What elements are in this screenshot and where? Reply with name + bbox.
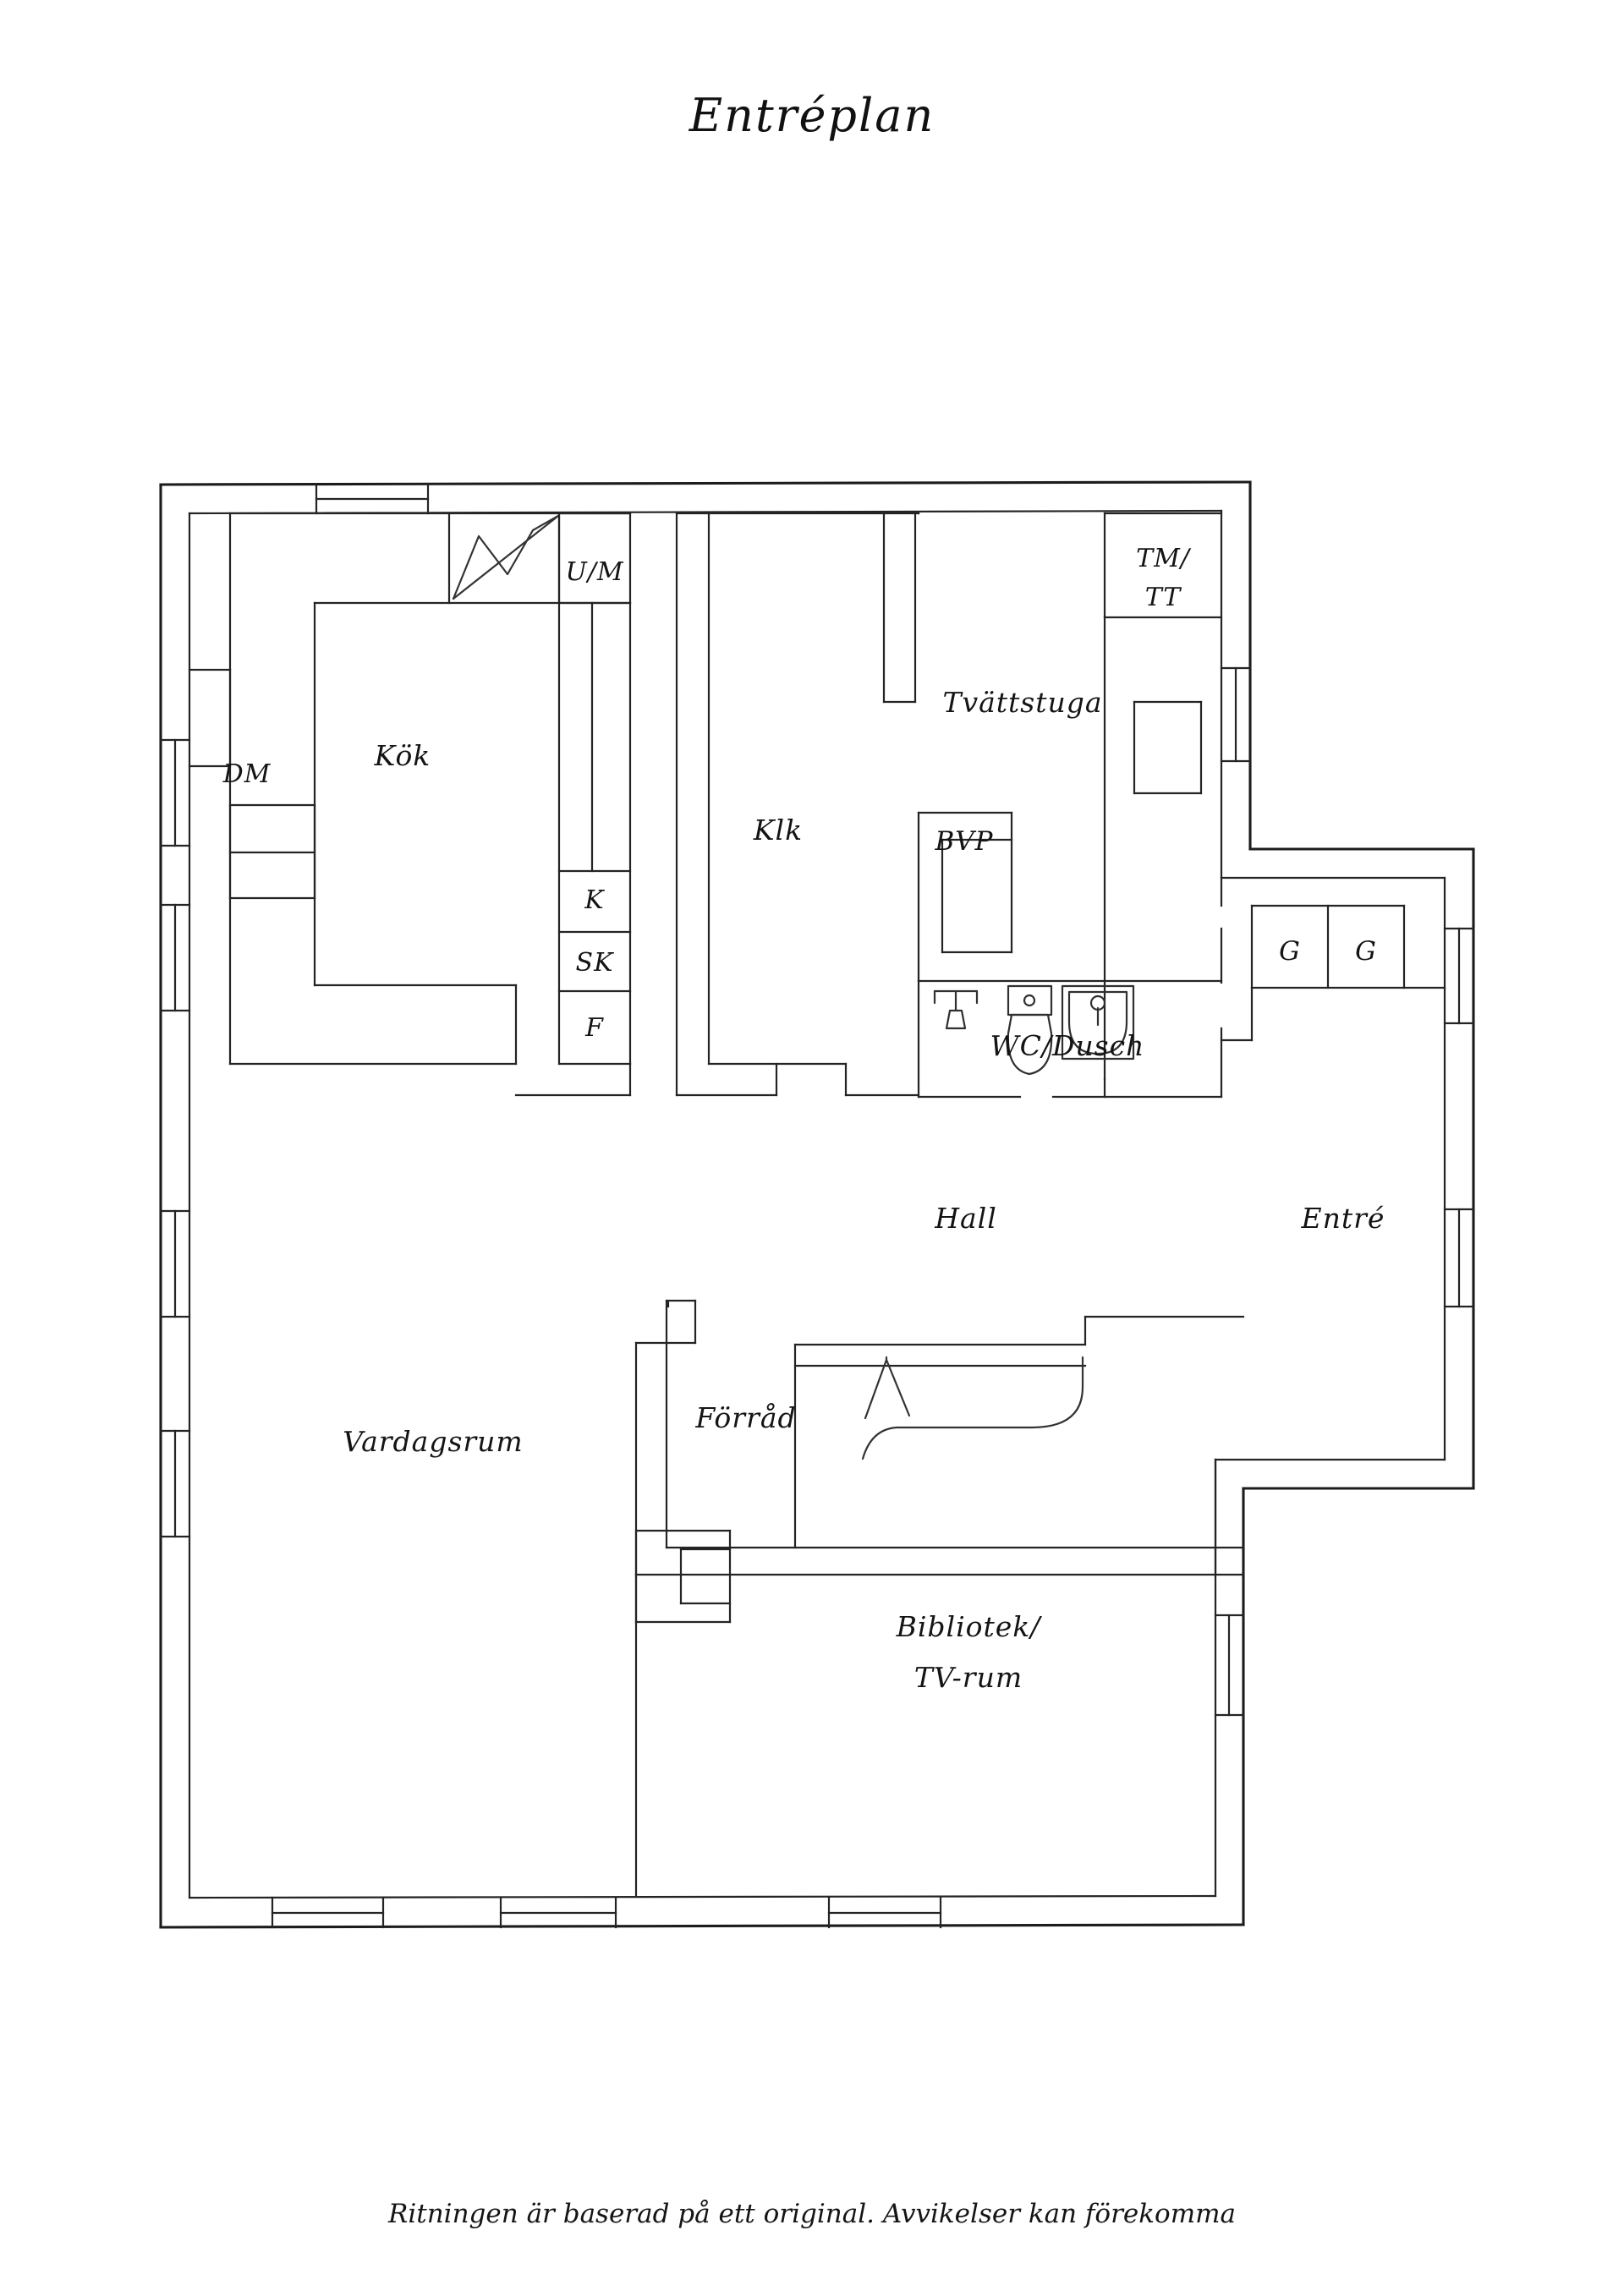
window-top-1 — [315, 483, 430, 515]
storage-and-stairs — [634, 1299, 1245, 1576]
hall-entre-walls — [1103, 927, 1254, 1099]
fireplace-icon — [634, 1529, 732, 1624]
label-dishwasher: DM — [222, 759, 272, 789]
window-right-4 — [1214, 1614, 1245, 1717]
library-walls — [634, 1458, 1217, 1898]
label-library-line2: TV-rum — [914, 1661, 1023, 1694]
label-living-room: Vardagsrum — [343, 1425, 523, 1458]
label-walk-in-closet: Klk — [753, 814, 803, 847]
outer-walls — [159, 480, 1475, 1929]
label-oven-microwave: U/M — [565, 557, 623, 587]
label-washer-dryer-line2: TT — [1145, 583, 1182, 612]
window-right-2 — [1443, 927, 1475, 1025]
page-title: Entréplan — [689, 89, 935, 142]
label-washer-dryer-line1: TM/ — [1136, 544, 1192, 573]
window-left-1 — [159, 738, 191, 847]
shower-head-icon — [933, 989, 979, 1030]
label-hall: Hall — [934, 1202, 997, 1235]
label-wardrobe-1: G — [1279, 936, 1301, 967]
bvp-compartment — [917, 811, 1013, 983]
toilet-icon — [1007, 984, 1053, 1076]
stove-hob — [447, 512, 561, 605]
window-bottom-2 — [499, 1896, 617, 1929]
klk-room — [675, 512, 920, 1097]
label-fridge: K — [584, 885, 605, 915]
washbasin-icon — [1061, 984, 1135, 1060]
label-heat-pump: BVP — [934, 826, 993, 857]
window-bottom-1 — [271, 1896, 385, 1929]
label-freezer: F — [584, 1013, 604, 1043]
drawing-disclaimer: Ritningen är baserad på ett original. Av… — [388, 2199, 1236, 2229]
window-left-3 — [159, 1209, 191, 1318]
window-right-3 — [1443, 1208, 1475, 1308]
label-laundry: Tvättstuga — [942, 686, 1102, 719]
window-right-1 — [1220, 666, 1252, 763]
cabinet-column — [557, 601, 632, 1066]
dishwasher-unit — [228, 803, 316, 900]
label-entrance: Entré — [1301, 1202, 1385, 1235]
label-bathroom: WC/Dusch — [990, 1029, 1145, 1062]
window-left-4 — [159, 1429, 191, 1538]
wardrobes-g — [1220, 876, 1446, 989]
bathroom-wc-dusch — [844, 979, 1135, 1099]
kitchen-area — [188, 512, 632, 1097]
laundry-room — [882, 512, 1223, 983]
washer-dryer-unit — [1103, 512, 1223, 619]
label-library-line1: Bibliotek/ — [896, 1610, 1043, 1643]
label-storage: Förråd — [694, 1401, 796, 1434]
windows — [159, 483, 1475, 1929]
window-bottom-3 — [827, 1896, 942, 1929]
window-left-2 — [159, 903, 191, 1012]
label-kitchen: Kök — [374, 739, 431, 772]
label-wardrobe-2: G — [1355, 936, 1377, 967]
laundry-fixture-box — [1133, 700, 1203, 795]
outer-wall-inner-face — [188, 509, 1446, 1899]
room-labels: Kök DM U/M K SK F Klk Tvättstuga TM/ TT … — [222, 544, 1385, 1694]
label-freezer-cabinet: SK — [576, 948, 615, 978]
